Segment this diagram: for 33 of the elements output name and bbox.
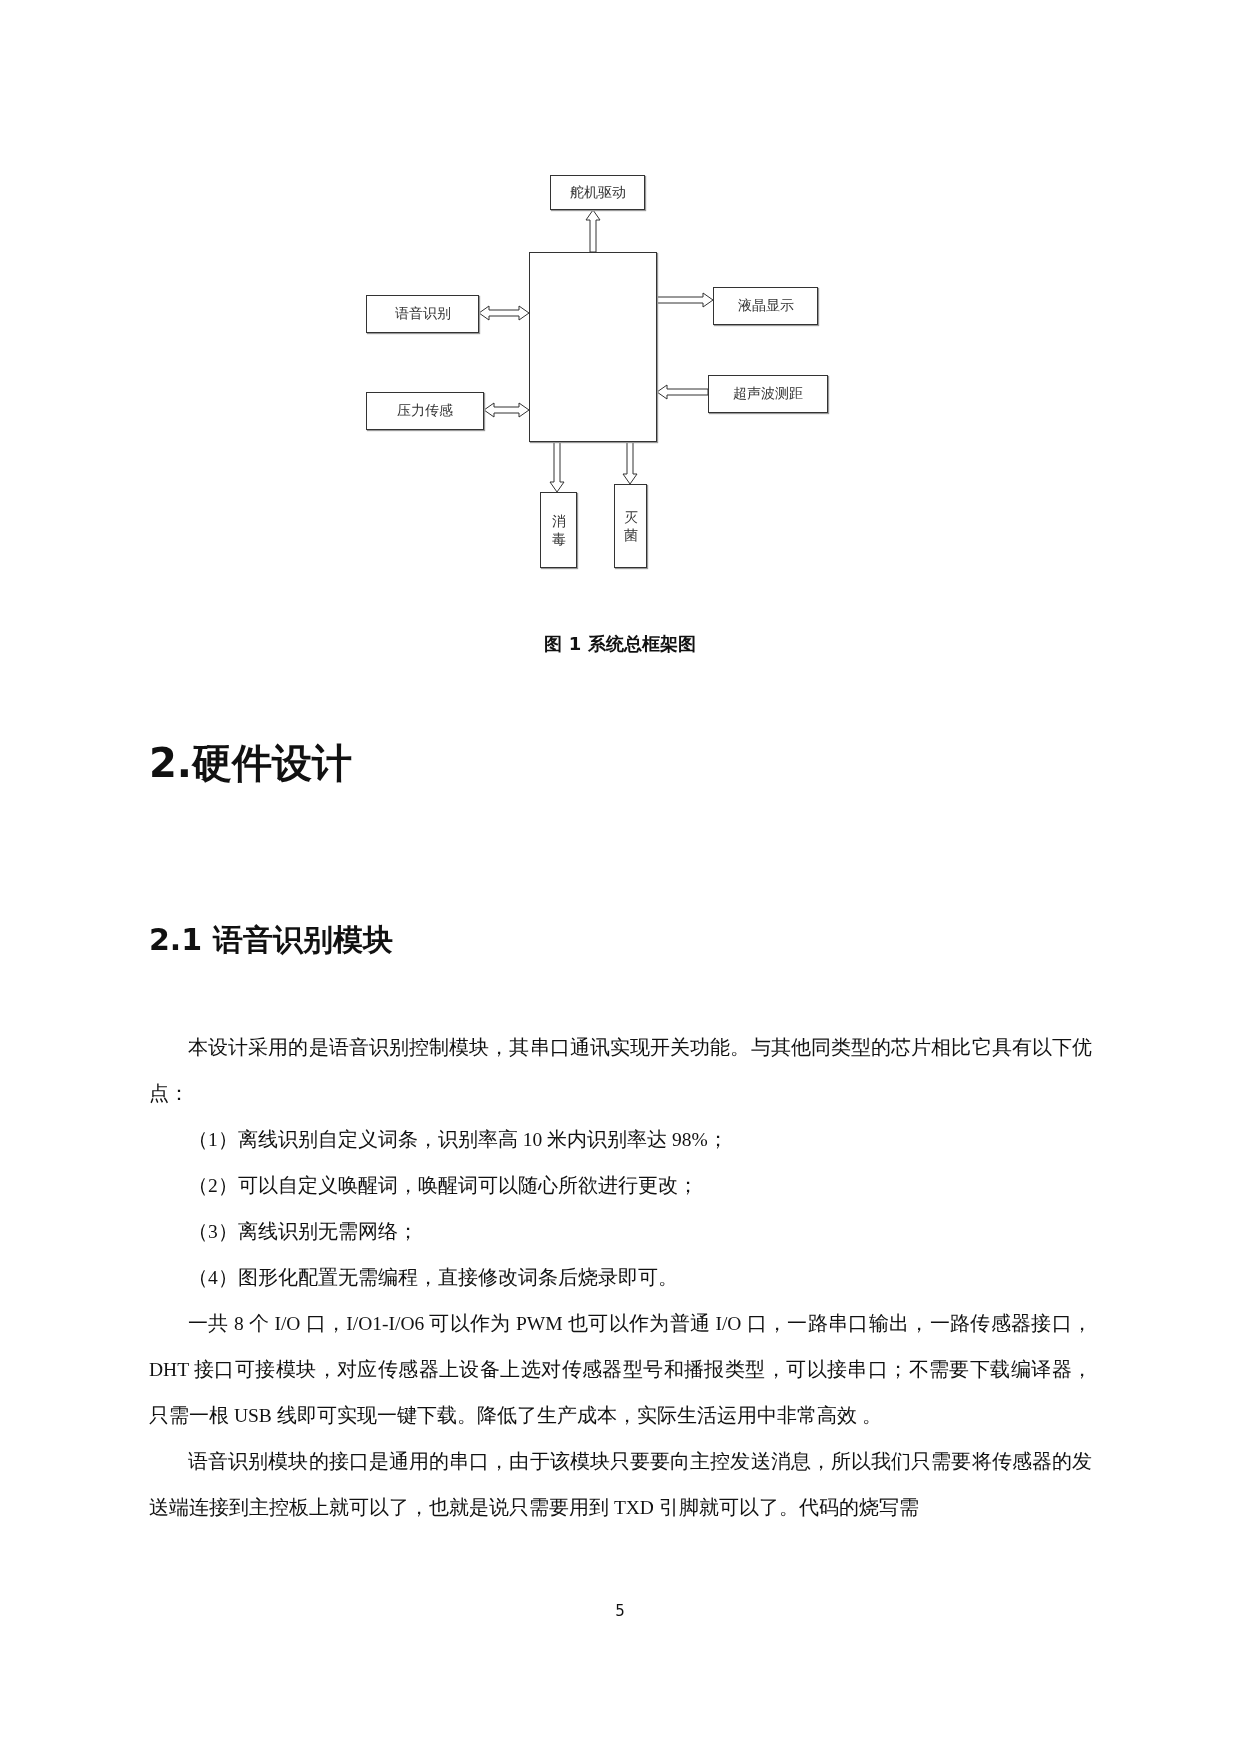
module-label: 压力传感 xyxy=(397,402,453,420)
section-heading: 2.硬件设计 xyxy=(149,739,353,788)
double-line-arrow xyxy=(656,292,714,308)
module-label: 舵机驱动 xyxy=(569,183,626,202)
module-label: 灭菌 xyxy=(623,507,638,545)
subsection-heading: 2.1 语音识别模块 xyxy=(149,921,393,959)
body-paragraph: 一共 8 个 I/O 口，I/O1-I/O6 可以作为 PWM 也可以作为普通 I/O 口，一路串口输出，一路传感器接口，DHT 接口可接模块，对应传感器上设备上选对传感器型号和播报类型，可以接串口；不需要下载编译器，只需一根 USB 线即可实现一键下载。降低了生产成本，实际生活运用中非常高效 。 xyxy=(149,1312,1092,1428)
module-label: 超声波测距 xyxy=(733,385,803,403)
double-line-arrow xyxy=(622,441,638,485)
module-label: 消毒 xyxy=(551,511,566,549)
figure-caption: 图 1 系统总框架图 xyxy=(543,632,697,656)
module-box xyxy=(614,484,647,568)
double-line-arrow xyxy=(585,209,601,253)
module-box xyxy=(550,175,645,210)
module-label: 语音识别 xyxy=(394,305,451,323)
module-box xyxy=(540,492,577,568)
list-item: （1）离线识别自定义词条，识别率高 10 米内识别率达 98%； xyxy=(187,1128,729,1152)
list-item: （4）图形化配置无需编程，直接修改词条后烧录即可。 xyxy=(187,1266,679,1290)
double-line-arrow xyxy=(656,384,709,400)
module-label: 液晶显示 xyxy=(737,297,794,315)
body-paragraph: 语音识别模块的接口是通用的串口，由于该模块只要要向主控发送消息，所以我们只需要将传感器的发送端连接到主控板上就可以了，也就是说只需要用到 TXD 引脚就可以了。代码的烧写需 xyxy=(149,1450,1092,1520)
list-item: （3）离线识别无需网络； xyxy=(187,1220,419,1244)
module-box xyxy=(366,295,479,333)
list-item: （2）可以自定义唤醒词，唤醒词可以随心所欲进行更改； xyxy=(187,1174,699,1198)
body-paragraph: 本设计采用的是语音识别控制模块，其串口通讯实现开关功能。与其他同类型的芯片相比它具有以下优点： xyxy=(149,1036,1092,1106)
module-box xyxy=(366,392,484,430)
double-line-arrow xyxy=(478,305,530,321)
page-number: 5 xyxy=(614,1602,626,1620)
controller-box xyxy=(529,252,657,442)
double-line-arrow xyxy=(483,402,530,418)
double-line-arrow xyxy=(549,441,565,493)
module-box xyxy=(708,375,828,413)
module-box xyxy=(713,287,818,325)
